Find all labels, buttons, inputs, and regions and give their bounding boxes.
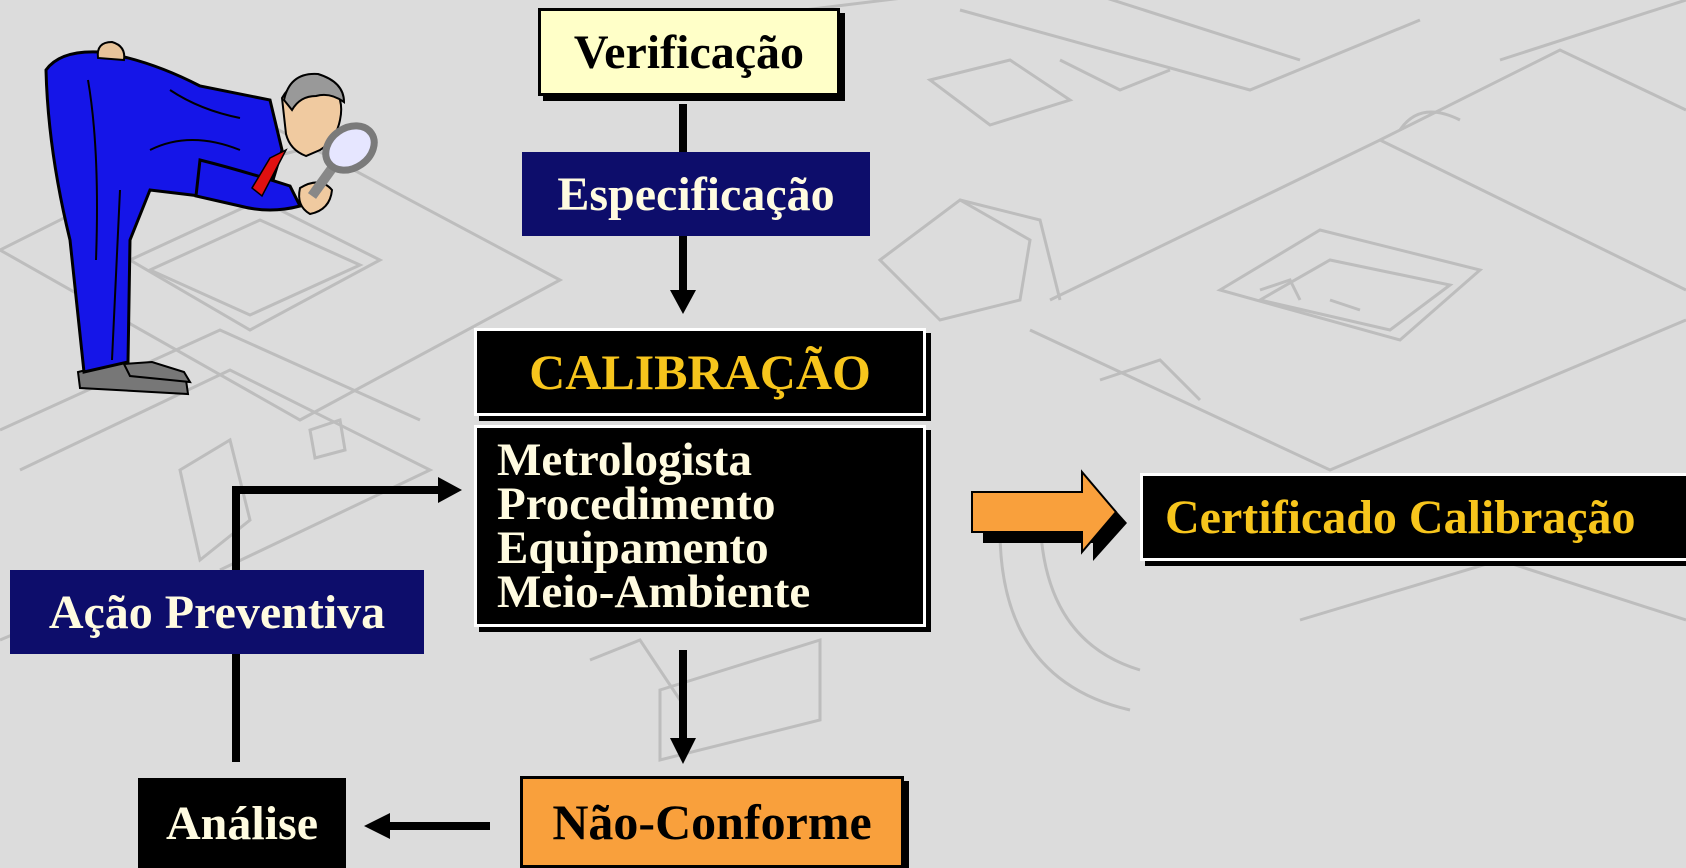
especificacao-box: Especificação bbox=[522, 152, 870, 236]
nao-conforme-box: Não-Conforme bbox=[520, 776, 904, 868]
arrowhead-down-naoconforme bbox=[670, 738, 696, 764]
acao-preventiva-box: Ação Preventiva bbox=[10, 570, 424, 654]
arrowhead-down-calibracao bbox=[670, 290, 696, 314]
arrowhead-left-analise bbox=[364, 813, 390, 839]
factor-meio-ambiente: Meio-Ambiente bbox=[497, 566, 811, 618]
verificacao-box: Verificação bbox=[538, 8, 840, 96]
calibration-factors-box: Metrologista Procedimento Equipamento Me… bbox=[474, 425, 926, 627]
factor-equipamento: Equipamento bbox=[497, 522, 769, 574]
calibracao-box: CALIBRAÇÃO bbox=[474, 328, 926, 416]
factor-procedimento: Procedimento bbox=[497, 478, 776, 530]
factor-metrologista: Metrologista bbox=[497, 434, 752, 486]
arrowhead-right-factors bbox=[438, 477, 462, 503]
connector-acao-calibracao bbox=[232, 486, 440, 570]
certificado-calibracao-box: Certificado Calibração bbox=[1140, 473, 1686, 561]
analise-box: Análise bbox=[138, 778, 346, 868]
